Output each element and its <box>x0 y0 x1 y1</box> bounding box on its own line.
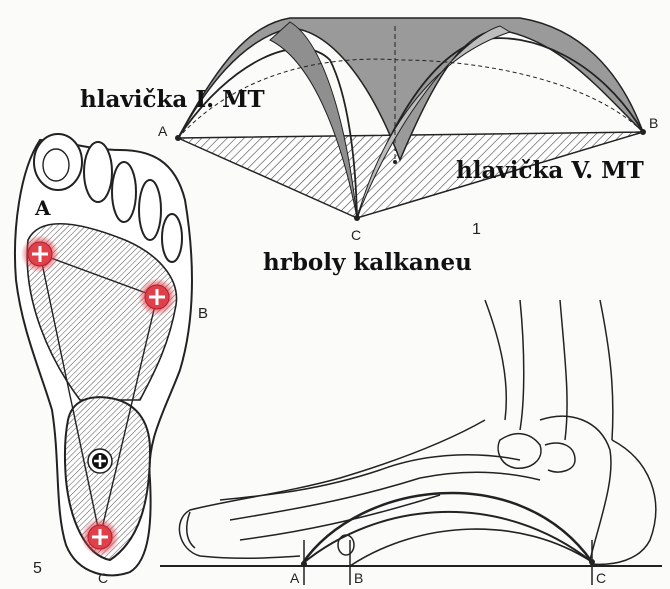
contact-marker-a <box>21 235 59 273</box>
dorsum-outline <box>179 420 485 558</box>
point-b-label-top: B <box>649 115 658 131</box>
contact-marker-b <box>138 278 176 316</box>
skeleton-side-figure <box>160 300 662 585</box>
point-b-dot <box>640 129 646 135</box>
point-a-dot-side <box>301 561 307 567</box>
point-c-label-top: C <box>351 227 361 243</box>
point-b-label-sole: B <box>198 305 208 322</box>
fibula-edge <box>560 300 567 440</box>
label-head-fifth-mt: hlavička V. MT <box>456 157 644 184</box>
point-a-dot <box>175 135 181 141</box>
point-a-label-sole: A <box>34 196 51 220</box>
toe-phalanx <box>187 512 195 548</box>
metatarsal-2 <box>230 478 420 520</box>
toe-second <box>84 142 112 202</box>
medial-arch-curve <box>302 493 592 564</box>
toe-big-nail <box>43 149 69 181</box>
tibia-inner <box>520 300 524 430</box>
point-a-label-side: A <box>290 570 300 586</box>
tarsal-line-2 <box>420 472 540 480</box>
label-calcaneus: hrboly kalkaneu <box>263 249 472 276</box>
inner-arch-curve <box>350 529 592 566</box>
cuboid-bone <box>545 443 575 472</box>
leg-back <box>600 300 613 440</box>
figure-number-sole: 5 <box>33 560 42 577</box>
point-b-label-side: B <box>354 570 363 586</box>
figure-number-arch: 1 <box>472 221 481 238</box>
point-c-label-sole: C <box>98 570 108 586</box>
tibia-edge <box>485 300 506 420</box>
point-c-dot-side <box>589 559 595 565</box>
navicular-bone <box>498 434 541 469</box>
arch-center-dot <box>393 160 397 164</box>
toe-third <box>112 162 136 222</box>
point-c-label-side: C <box>596 570 606 586</box>
label-head-first-mt: hlavička I. MT <box>80 86 265 113</box>
center-of-gravity-marker <box>88 449 112 473</box>
contact-marker-c <box>81 518 119 556</box>
metatarsal-3 <box>240 495 440 540</box>
toe-fourth <box>139 180 161 240</box>
talus-outline <box>540 416 611 560</box>
calcaneus-outline <box>590 440 656 564</box>
sole-figure: A B C 5 <box>15 134 208 586</box>
arch-dome-figure: A B C 1 <box>158 18 658 243</box>
toe-fifth <box>162 214 182 262</box>
point-c-dot <box>354 215 360 221</box>
point-a-label-top: A <box>158 123 168 139</box>
